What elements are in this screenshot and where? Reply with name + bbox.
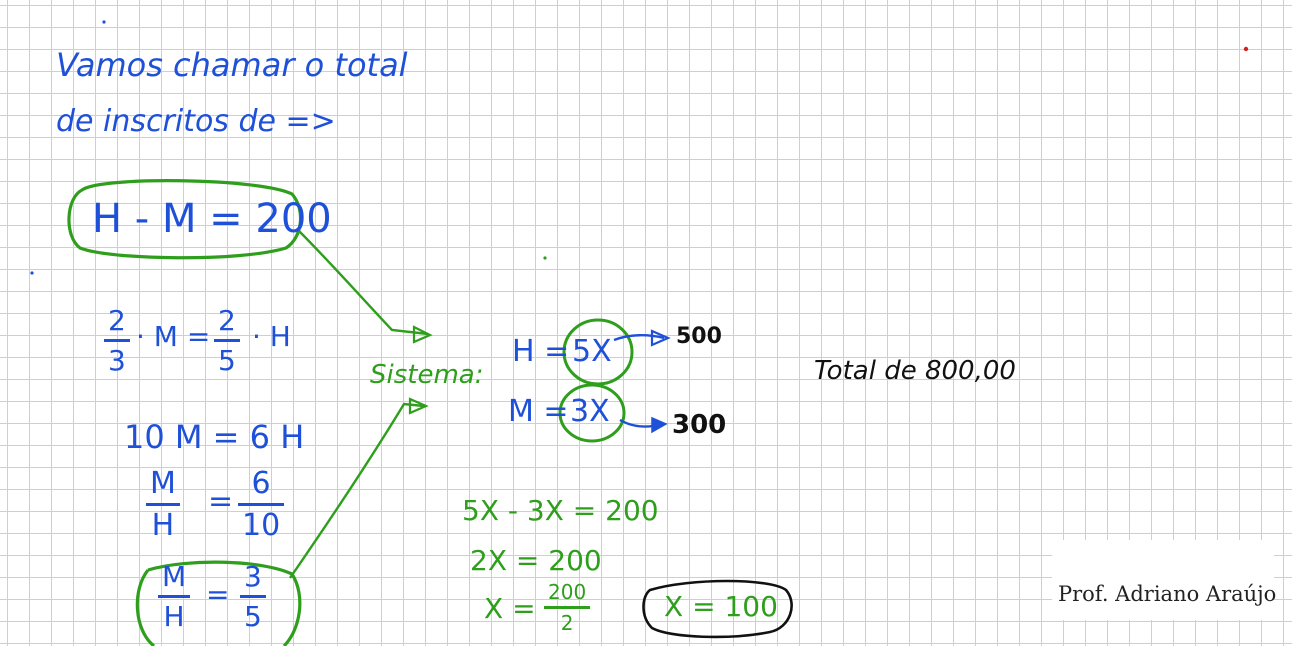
eq5-equals: = [206, 578, 230, 611]
eq2-left-den: 3 [108, 344, 126, 377]
solution-num: 200 [548, 580, 587, 604]
stray-dot-red [1243, 46, 1249, 52]
signature-background [1052, 540, 1274, 620]
fraction-bar [214, 339, 240, 342]
eq2-left-num: 2 [108, 304, 126, 337]
arrowhead-m-result [651, 416, 668, 434]
eq2-end: · H [252, 320, 291, 353]
solution-line-2: 2X = 200 [470, 544, 602, 577]
solution-line-1: 5X - 3X = 200 [462, 494, 659, 527]
intro-line-1: Vamos chamar o total [56, 46, 408, 84]
fraction-bar [238, 503, 285, 506]
total-text: Total de 800,00 [814, 356, 1016, 386]
eq4-right-fraction: 6 10 [238, 466, 285, 543]
arrow-h-result [613, 334, 665, 342]
signature-name: Prof. Adriano Araújo [1058, 582, 1277, 606]
fraction-bar [146, 503, 180, 506]
system-m-value: 3X [570, 394, 610, 429]
fraction-bar [240, 595, 266, 598]
eq5-right-den: 5 [244, 600, 262, 633]
eq4-equals: = [208, 484, 234, 519]
fraction-bar [158, 595, 191, 598]
arrowhead-h-result [650, 329, 671, 347]
eq2-left-fraction: 2 3 [104, 304, 130, 377]
eq2-right-num: 2 [218, 304, 236, 337]
eq4-left-num: M [150, 466, 176, 501]
system-h-value: 5X [572, 334, 612, 369]
intro-line-2: de inscritos de => [56, 104, 336, 139]
eq4-left-fraction: M H [146, 466, 180, 543]
eq5-left-num: M [162, 560, 187, 593]
eq5-left-den: H [163, 600, 185, 633]
eq5-right-num: 3 [244, 560, 262, 593]
arrow-eq5-to-system [289, 402, 425, 579]
solution-answer: X = 100 [664, 590, 778, 623]
eq2-right-den: 5 [218, 344, 236, 377]
eq2-right-fraction: 2 5 [214, 304, 240, 377]
equation-h-minus-m: H - M = 200 [92, 196, 332, 242]
system-m-eq: M = [508, 394, 569, 429]
solution-line-3-prefix: X = [484, 592, 536, 625]
arrow-m-result [619, 418, 663, 428]
fraction-bar [104, 339, 130, 342]
eq2-middle: · M = [136, 320, 211, 353]
solution-den: 2 [560, 611, 574, 635]
system-h-eq: H = [512, 334, 570, 369]
eq4-right-num: 6 [251, 466, 271, 501]
equation-10m-6h: 10 M = 6 H [124, 418, 305, 456]
system-label: Sistema: [370, 360, 484, 390]
system-m-result: 300 [672, 410, 727, 440]
fraction-bar [544, 606, 591, 609]
stray-dot [543, 256, 547, 260]
eq5-left-fraction: M H [158, 560, 191, 633]
eq4-right-den: 10 [242, 508, 281, 543]
arrow-eq1-to-system [297, 229, 429, 336]
solution-fraction: 200 2 [544, 580, 591, 635]
arrowhead-eq5 [408, 397, 429, 415]
arrowhead-eq1 [412, 325, 433, 344]
eq4-left-den: H [151, 508, 175, 543]
stray-dot [102, 20, 106, 24]
system-h-result: 500 [676, 324, 722, 349]
stray-dot [30, 271, 34, 275]
eq5-right-fraction: 3 5 [240, 560, 266, 633]
